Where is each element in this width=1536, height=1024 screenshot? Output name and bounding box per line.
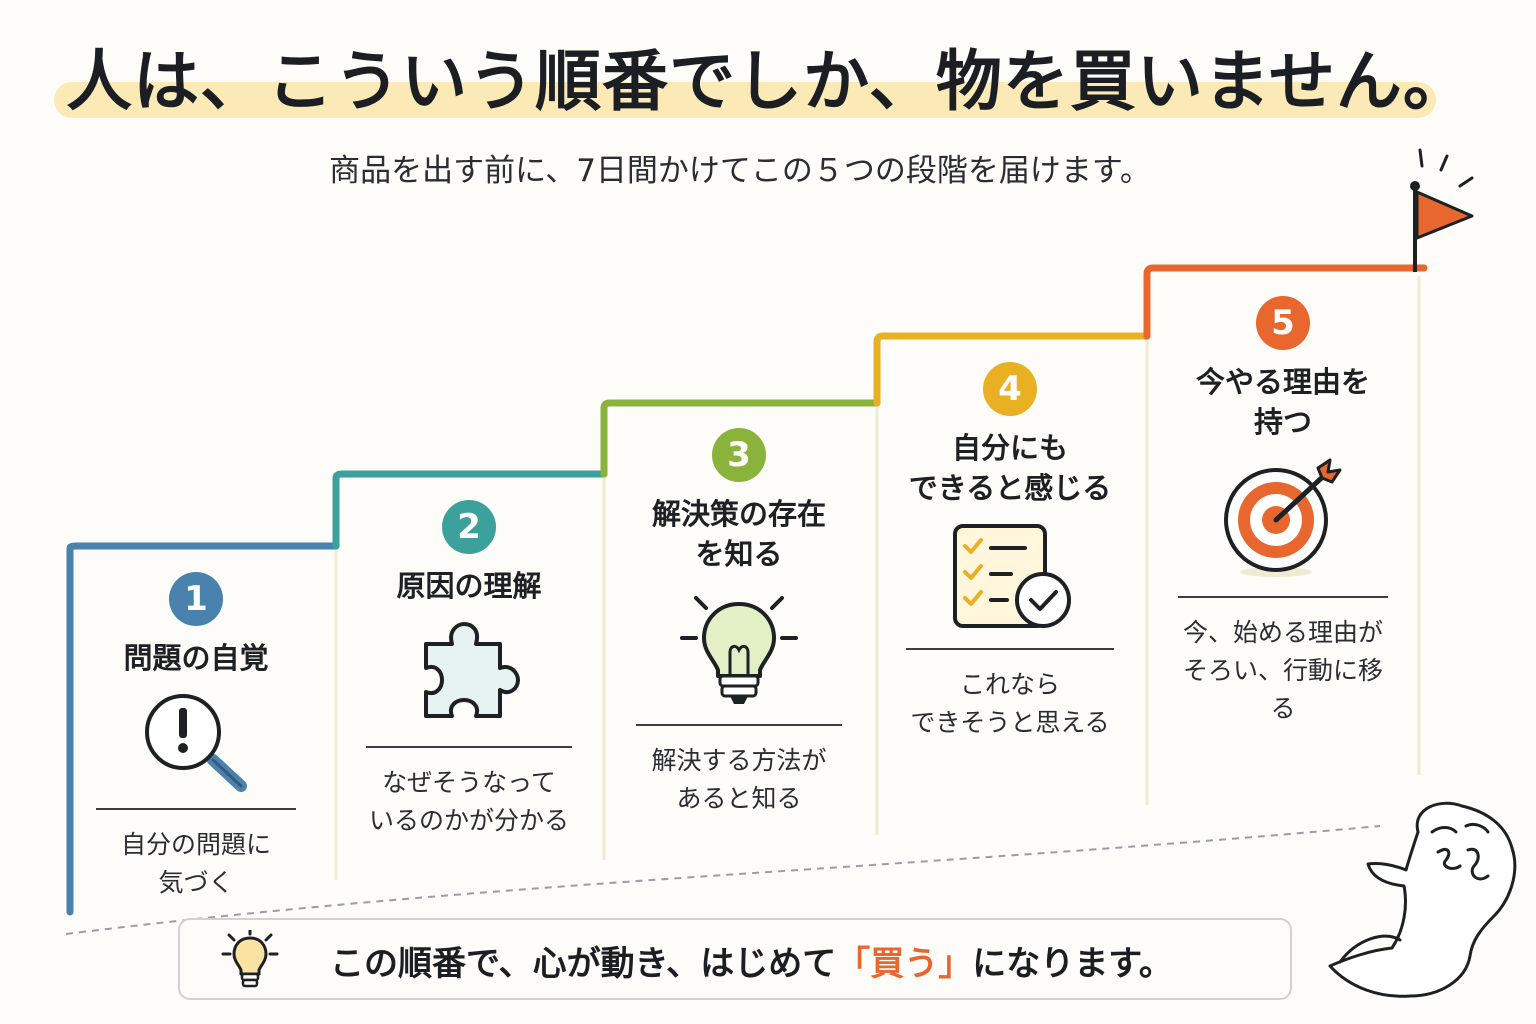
step-3-badge: 3 [712, 428, 766, 482]
sketch-character-icon [1328, 801, 1517, 998]
step-2-description: なぜそうなって いるのかが分かる [368, 768, 569, 835]
step-2-title: 原因の理解 [396, 569, 542, 603]
step-1-title: 問題の自覚 [123, 641, 269, 675]
stair-segment-5 [1143, 264, 1428, 340]
step-4-divider [906, 648, 1114, 650]
step-5-description: 今、始める理由が そろい、行動に移る [1182, 618, 1383, 723]
stair-segment-1 [66, 542, 340, 916]
flag-icon [1410, 148, 1474, 272]
step-5: 5 今やる理由を 持つ 今、始める理由が そろい、行動に移る [1178, 296, 1388, 728]
magnifier-exclamation-icon [141, 692, 251, 792]
stair-segment-2 [332, 470, 608, 550]
step-3-divider [636, 724, 842, 726]
step-5-divider [1178, 596, 1388, 598]
step-2: 2 原因の理解 なぜそうなって いるのかが分かる [366, 500, 572, 840]
step-3-title: 解決策の存在 を知る [651, 497, 826, 571]
summary-text-accent: 「買う」 [836, 944, 973, 984]
step-1-divider [96, 808, 296, 810]
summary-banner: この順番で、心が動き、はじめて「買う」になります。 [178, 918, 1292, 1000]
step-4-badge: 4 [983, 362, 1037, 416]
step-1-description: 自分の問題に 気づく [120, 830, 271, 897]
stair-segment-3 [600, 399, 881, 478]
step-5-title: 今やる理由を 持つ [1195, 365, 1370, 439]
lightbulb-icon [220, 928, 280, 990]
lightbulb-icon [674, 588, 804, 708]
step-1: 1 問題の自覚 自分の問題に 気づく [96, 572, 296, 902]
step-2-badge: 2 [442, 500, 496, 554]
step-5-badge: 5 [1256, 296, 1310, 350]
target-arrow-icon [1218, 456, 1348, 580]
page-subtitle: 商品を出す前に、7日間かけてこの５つの段階を届けます。 [329, 153, 1151, 189]
summary-text-before: この順番で、心が動き、はじめて [330, 944, 837, 984]
step-4-description: これなら できそうと思える [910, 670, 1110, 737]
step-3: 3 解決策の存在 を知る 解決する方法が あると知る [636, 428, 842, 818]
title-highlight [54, 82, 1436, 118]
step-3-description: 解決する方法が あると知る [651, 746, 827, 813]
step-4: 4 自分にも できると感じる これなら できそうと思える [906, 362, 1114, 742]
page-title: 人は、こういう順番でしか、物を買いません。 [66, 43, 1470, 120]
stair-segment-4 [873, 332, 1151, 407]
checklist-icon [945, 522, 1075, 632]
dashed-progress-line [65, 825, 1381, 935]
summary-text-after: になります。 [972, 944, 1173, 984]
step-1-badge: 1 [169, 572, 223, 626]
step-2-divider [366, 746, 572, 748]
summary-text: この順番で、心が動き、はじめて「買う」になります。 [330, 936, 1173, 985]
puzzle-piece-icon [414, 620, 524, 730]
step-4-title: 自分にも できると感じる [908, 431, 1112, 505]
